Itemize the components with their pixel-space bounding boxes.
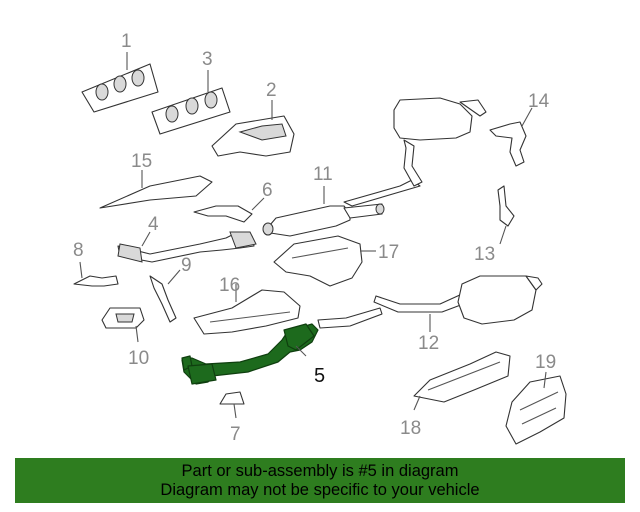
callout-15[interactable]: 15 [131,151,152,172]
part-14-bracket[interactable] [489,107,533,167]
callout-8[interactable]: 8 [73,240,84,261]
part-12-rear-muffler[interactable] [317,275,543,332]
part-17-heat-shield[interactable] [273,235,376,287]
upper-muffler-assembly[interactable] [393,97,487,187]
callout-10[interactable]: 10 [128,348,149,369]
callout-9[interactable]: 9 [181,255,192,276]
part-13-hanger[interactable] [497,185,515,245]
part-1-manifold-gasket[interactable] [81,52,159,113]
banner-line-1: Part or sub-assembly is #5 in diagram [181,462,459,480]
callout-17[interactable]: 17 [378,242,399,263]
part-5-catalytic-converter-highlighted[interactable] [181,323,319,385]
info-banner: Part or sub-assembly is #5 in diagram Di… [15,458,625,503]
part-2-exhaust-manifold[interactable] [211,100,295,157]
part-11-intermediate-pipe[interactable] [262,179,421,237]
callout-3[interactable]: 3 [202,49,213,70]
part-10-isolator[interactable] [101,307,145,343]
callout-11[interactable]: 11 [313,164,333,185]
callout-13[interactable]: 13 [474,244,495,265]
callout-2[interactable]: 2 [266,80,277,101]
part-7-bracket[interactable] [219,391,245,419]
callout-19[interactable]: 19 [535,352,556,373]
callout-4[interactable]: 4 [148,214,159,235]
callout-16[interactable]: 16 [219,275,240,296]
banner-line-2: Diagram may not be specific to your vehi… [160,481,480,499]
part-9-hanger[interactable] [149,269,181,323]
part-19-heat-shield[interactable] [505,371,567,445]
part-18-heat-shield[interactable] [413,351,511,411]
part-15-heat-shield[interactable] [99,170,213,209]
callout-1[interactable]: 1 [121,31,132,52]
callout-7[interactable]: 7 [230,424,241,445]
part-3-manifold-gasket[interactable] [151,70,231,135]
part-4-front-pipe[interactable] [117,231,257,263]
callout-18[interactable]: 18 [400,418,421,439]
callout-12[interactable]: 12 [418,333,439,354]
part-6-bracket[interactable] [193,197,265,223]
part-8-hanger-bracket[interactable] [73,261,119,287]
callout-5[interactable]: 5 [314,365,325,387]
part-16-heat-shield[interactable] [193,284,301,335]
callout-14[interactable]: 14 [528,91,550,112]
callout-6[interactable]: 6 [262,180,273,201]
